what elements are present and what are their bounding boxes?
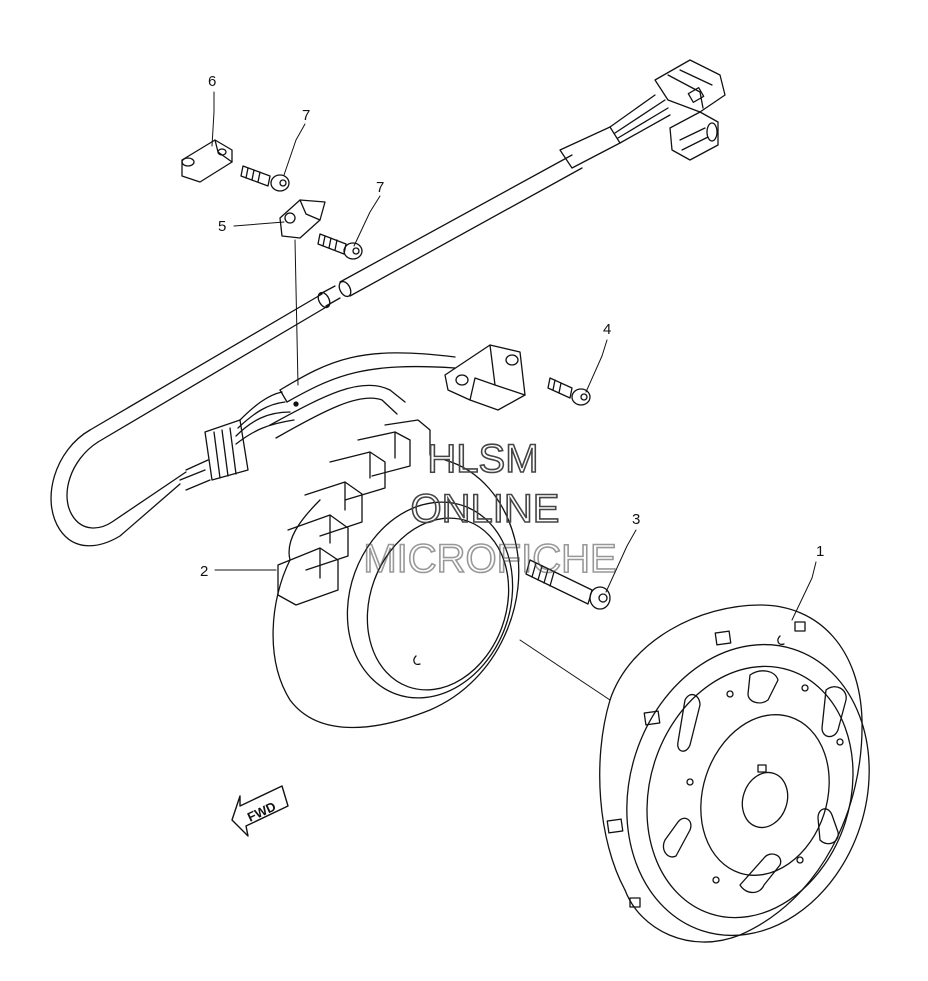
callout-6: 6	[208, 73, 216, 90]
wire-harness	[50, 59, 726, 547]
watermark-line-1: HLSM	[427, 437, 538, 481]
screw-7-lower	[317, 233, 363, 260]
bolt-3	[525, 559, 611, 610]
callout-2: 2	[200, 563, 208, 580]
forward-arrow-icon	[231, 785, 289, 837]
watermark-line-2: ONLINE	[411, 487, 560, 531]
callout-3: 3	[632, 511, 640, 528]
fwd-label: FWD	[245, 799, 278, 825]
callout-labels: 1 2 3 4 5 6 7 7	[200, 73, 824, 580]
screw-7-upper	[240, 165, 290, 192]
pickup-coil	[444, 344, 526, 411]
callout-7-upper: 7	[302, 107, 310, 124]
callout-7-lower: 7	[376, 179, 384, 196]
stator-assembly	[272, 419, 520, 729]
watermark: HLSM ONLINE MICROFICHE	[363, 436, 618, 582]
watermark-line-3: MICROFICHE	[363, 537, 616, 581]
leader-lines	[211, 91, 817, 701]
callout-4: 4	[603, 321, 611, 338]
callout-1: 1	[816, 543, 824, 560]
clamp-bracket-6	[181, 139, 233, 183]
rotor-flywheel	[599, 604, 870, 943]
callout-5: 5	[218, 218, 226, 235]
clip-5	[279, 199, 326, 239]
screw-4	[547, 377, 591, 406]
